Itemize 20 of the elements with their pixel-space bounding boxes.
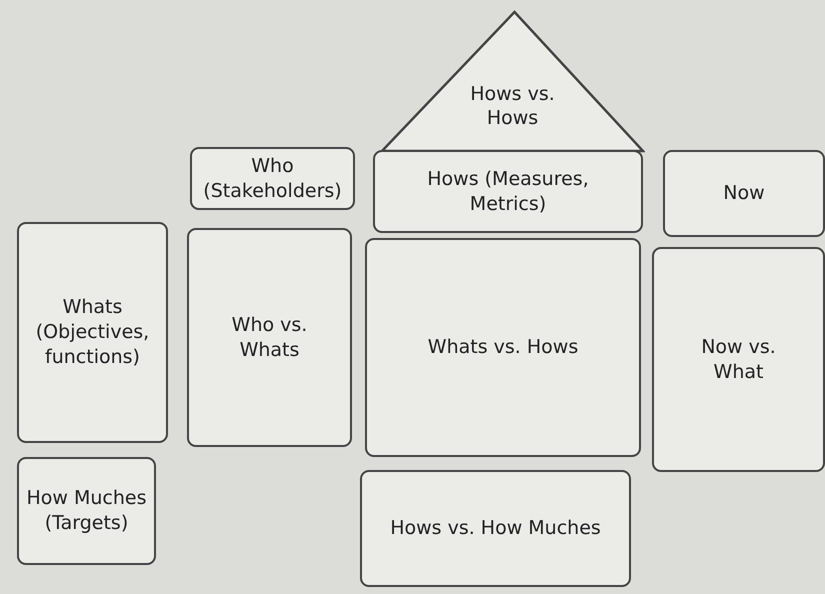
matrix-box bbox=[365, 238, 641, 457]
box-label: Whats (Objectives, functions) bbox=[34, 295, 150, 370]
matrix-box bbox=[360, 470, 631, 587]
matrix-box bbox=[17, 222, 168, 443]
matrix-box bbox=[652, 247, 825, 472]
box-label: Who (Stakeholders) bbox=[202, 154, 343, 204]
box-label: Whats vs. Hows bbox=[426, 335, 580, 360]
box-label: Now vs. What bbox=[700, 334, 777, 384]
matrix-box bbox=[373, 150, 643, 233]
matrix-box bbox=[190, 147, 355, 210]
box-label: Hows (Measures, Metrics) bbox=[426, 166, 590, 216]
matrix-box bbox=[187, 228, 352, 447]
roof-triangle bbox=[380, 10, 645, 153]
box-label: Hows vs. How Muches bbox=[389, 516, 602, 541]
matrix-box bbox=[663, 150, 825, 237]
box-label: How Muches (Targets) bbox=[26, 486, 148, 536]
box-label: Who vs. Whats bbox=[230, 312, 308, 362]
triangle-label: Hows vs. Hows bbox=[469, 82, 556, 131]
matrix-box bbox=[17, 457, 156, 565]
box-label: Now bbox=[722, 181, 766, 206]
